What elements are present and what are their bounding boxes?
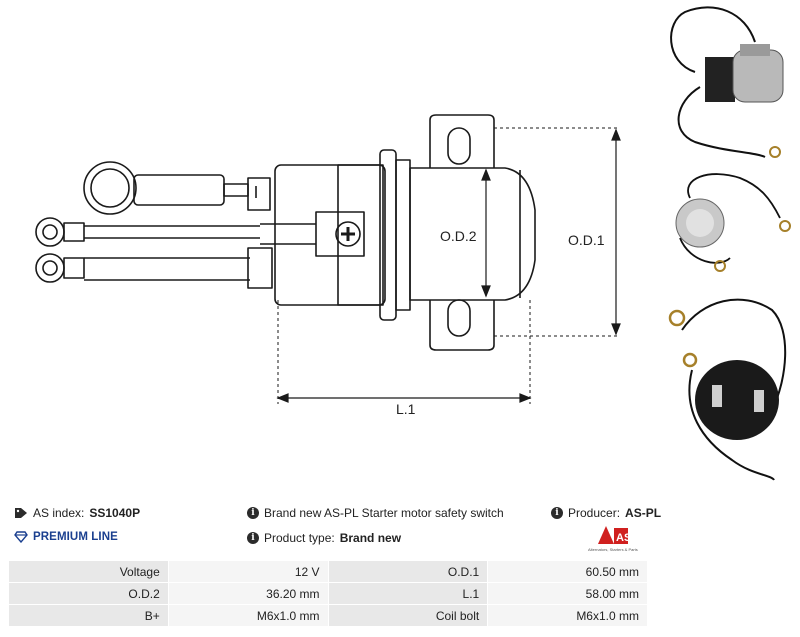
ring-terminal-small-2: [35, 253, 250, 283]
info-icon: i: [247, 532, 259, 544]
spec-value: 36.20 mm: [168, 583, 328, 604]
specifications-table: Voltage 12 V O.D.1 60.50 mm O.D.2 36.20 …: [8, 560, 648, 627]
logo-text: AS: [616, 532, 631, 544]
premium-line-label: PREMIUM LINE: [33, 531, 118, 543]
ring-terminal-large: [83, 161, 225, 215]
table-row: Voltage 12 V O.D.1 60.50 mm: [9, 561, 647, 582]
logo-tagline: Alternators, Starters & Parts: [588, 547, 638, 552]
producer-value: AS-PL: [625, 506, 662, 520]
as-index-label: AS index:: [33, 506, 85, 520]
l1-label: L.1: [396, 401, 416, 417]
info-icon: i: [247, 507, 259, 519]
product-description: Brand new AS-PL Starter motor safety swi…: [264, 506, 504, 520]
as-index-value: SS1040P: [89, 506, 141, 520]
table-row: O.D.2 36.20 mm L.1 58.00 mm: [9, 583, 647, 604]
producer-row: i Producer: AS-PL: [551, 506, 661, 520]
product-type-label: Product type:: [264, 531, 335, 545]
info-icon: i: [551, 507, 563, 519]
premium-line-badge: PREMIUM LINE: [14, 531, 118, 543]
as-pl-logo: AS Alternators, Starters & Parts: [588, 526, 638, 552]
as-index-row: AS index: SS1040P: [14, 506, 140, 520]
description-row: i Brand new AS-PL Starter motor safety s…: [247, 506, 504, 520]
spec-label: B+: [9, 605, 168, 626]
od2-label: O.D.2: [440, 228, 477, 244]
spec-label: O.D.2: [9, 583, 168, 604]
spec-label: L.1: [328, 583, 488, 604]
technical-drawing: O.D.2 O.D.1 L.1: [35, 114, 621, 417]
ring-terminal-small-1: [35, 217, 260, 247]
spec-label: O.D.1: [328, 561, 488, 582]
spec-label: Coil bolt: [328, 605, 488, 626]
spec-value: 12 V: [168, 561, 328, 582]
producer-label: Producer:: [568, 506, 621, 520]
spec-value: M6x1.0 mm: [168, 605, 328, 626]
tag-icon: [15, 508, 27, 518]
spec-value: 58.00 mm: [488, 583, 647, 604]
spec-value: M6x1.0 mm: [488, 605, 647, 626]
spec-value: 60.50 mm: [488, 561, 647, 582]
diamond-icon: [14, 531, 28, 543]
table-row: B+ M6x1.0 mm Coil bolt M6x1.0 mm: [9, 605, 647, 626]
product-photo-top: [670, 6, 784, 158]
product-photo-middle: [675, 173, 791, 272]
product-photo-bottom: [668, 298, 787, 481]
spec-label: Voltage: [9, 561, 168, 582]
product-type-row: i Product type: Brand new: [247, 531, 401, 545]
od1-label: O.D.1: [568, 232, 605, 248]
product-type-value: Brand new: [339, 531, 402, 545]
